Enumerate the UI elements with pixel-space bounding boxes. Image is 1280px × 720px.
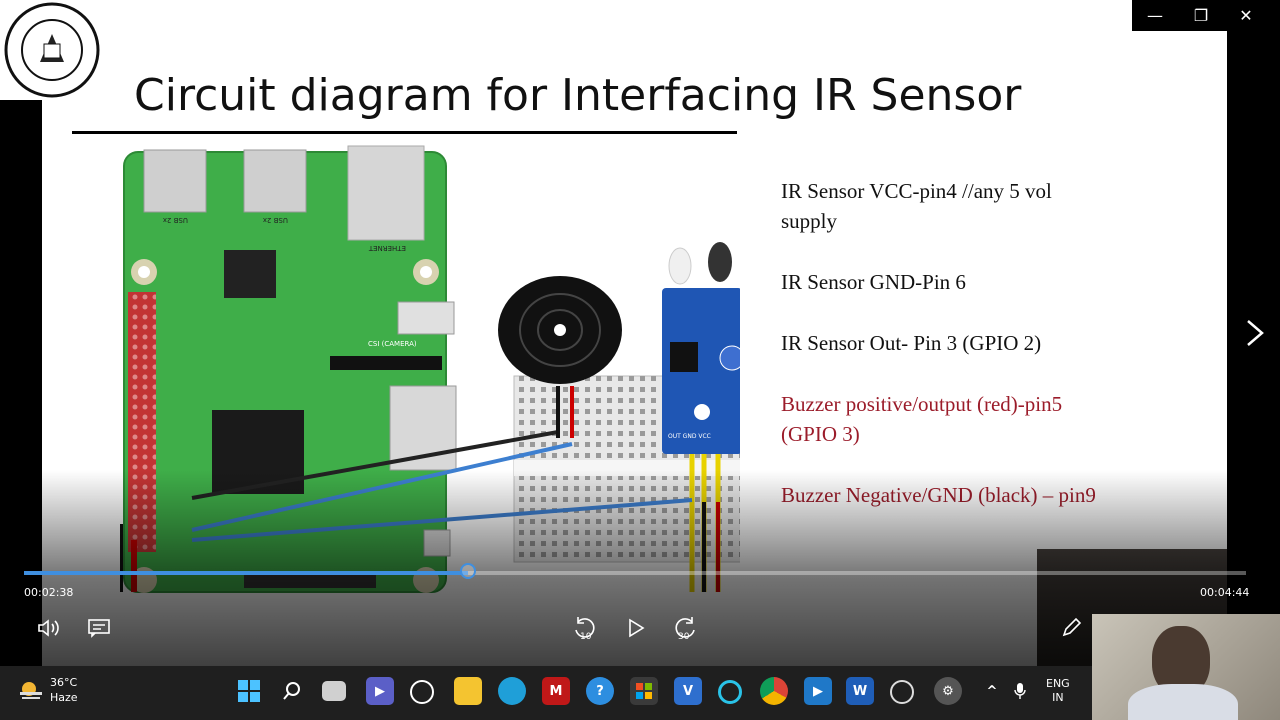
mcafee-icon[interactable]: M <box>542 677 570 705</box>
lang-line2: IN <box>1052 691 1064 704</box>
note-out: IR Sensor Out- Pin 3 (GPIO 2) <box>781 331 1042 355</box>
captions-icon[interactable] <box>84 614 114 642</box>
gpio-header <box>128 292 156 552</box>
circuit-diagram: USB 2x USB 2x ETHERNET CSI (CAMERA) <box>120 145 740 593</box>
sun-haze-icon <box>20 682 42 699</box>
minimize-button[interactable]: — <box>1132 0 1178 31</box>
notes-list: IR Sensor VCC-pin4 //any 5 vol supply IR… <box>781 176 1111 541</box>
camera-icon[interactable] <box>890 680 914 704</box>
rewind-label: 10 <box>580 632 592 642</box>
play-button[interactable] <box>620 614 650 642</box>
teams-icon[interactable]: ▶ <box>366 677 394 705</box>
note-vcc: IR Sensor VCC-pin4 //any 5 vol supply <box>781 179 1052 233</box>
title-underline <box>72 131 737 134</box>
next-slide-icon[interactable] <box>1240 315 1270 351</box>
seek-progress <box>24 571 468 575</box>
lang-line1: ENG <box>1046 677 1070 690</box>
slide-title: Circuit diagram for Interfacing IR Senso… <box>134 70 1022 121</box>
edit-pencil-icon[interactable] <box>1056 614 1086 642</box>
note-buzzer-negative: Buzzer Negative/GND (black) – pin9 <box>781 483 1096 507</box>
file-explorer-icon[interactable] <box>454 677 482 705</box>
university-logo <box>0 0 104 100</box>
language-indicator[interactable]: ENG IN <box>1046 677 1070 705</box>
media-player-icon[interactable]: ▶ <box>804 677 832 705</box>
close-button[interactable]: ✕ <box>1224 0 1268 31</box>
forward-label: 30 <box>678 632 690 642</box>
volume-icon[interactable] <box>34 614 64 642</box>
word-icon[interactable]: W <box>846 677 874 705</box>
ethernet-label: ETHERNET <box>368 244 406 252</box>
edge-icon[interactable] <box>498 677 526 705</box>
alexa-icon[interactable] <box>718 680 742 704</box>
start-icon[interactable] <box>235 677 263 705</box>
rewind-button[interactable]: 10 <box>570 614 600 642</box>
seek-thumb[interactable] <box>459 563 476 579</box>
csi-label: CSI (CAMERA) <box>368 340 417 348</box>
webcam-feed <box>1092 614 1280 720</box>
restore-button[interactable]: ❐ <box>1178 0 1224 31</box>
chrome-icon[interactable] <box>760 677 788 705</box>
current-time: 00:02:38 <box>24 586 74 599</box>
microphone-icon[interactable] <box>1010 677 1030 705</box>
total-time: 00:04:44 <box>1200 586 1250 599</box>
weather-desc: Haze <box>50 691 78 704</box>
chevron-up-icon[interactable]: ^ <box>986 683 998 699</box>
usb-label-1: USB 2x <box>163 216 188 224</box>
note-buzzer-positive: Buzzer positive/output (red)-pin5 (GPIO … <box>781 392 1063 446</box>
help-icon[interactable]: ? <box>586 677 614 705</box>
seek-bar[interactable] <box>24 563 1246 579</box>
app-circle-icon[interactable] <box>410 680 434 704</box>
usb-label-2: USB 2x <box>263 216 288 224</box>
note-gnd: IR Sensor GND-Pin 6 <box>781 270 966 294</box>
search-icon[interactable] <box>278 677 306 705</box>
task-view-icon[interactable] <box>322 681 346 701</box>
weather-temp: 36°C <box>50 676 78 689</box>
settings-icon[interactable]: ⚙ <box>934 677 962 705</box>
sensor-pins-label: OUT GND VCC <box>668 433 711 440</box>
store-icon[interactable] <box>630 677 658 705</box>
vs-icon[interactable]: V <box>674 677 702 705</box>
forward-button[interactable]: 30 <box>670 614 700 642</box>
